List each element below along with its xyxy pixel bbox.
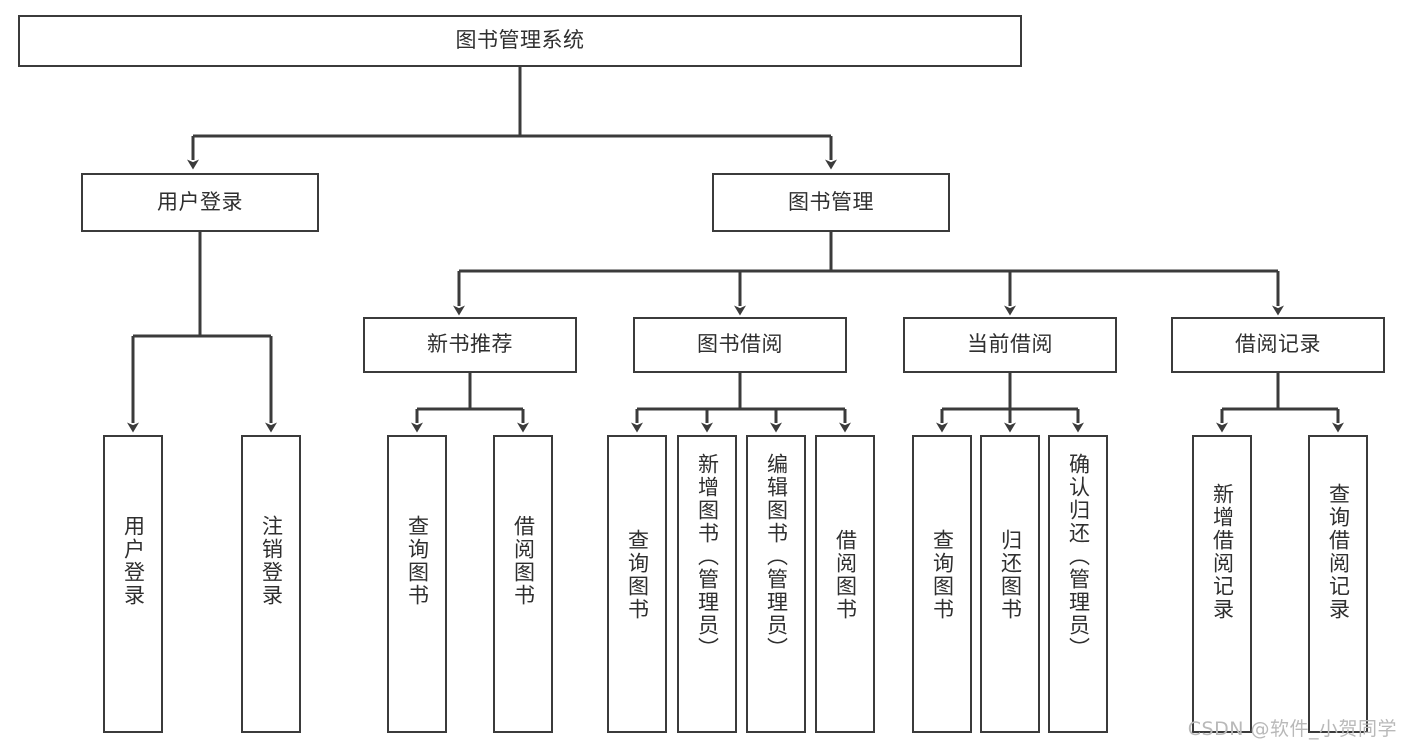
node-leaf-borrow-book-1-label: 借阅图书 — [511, 515, 536, 607]
node-leaf-edit-book-label: 编辑图书（管理员） — [764, 453, 789, 660]
node-leaf-borrow-book-2[interactable]: 借阅图书 — [815, 435, 875, 733]
node-book-borrow-label: 图书借阅 — [697, 332, 783, 357]
node-user-login[interactable]: 用户登录 — [81, 173, 319, 232]
node-book-manage[interactable]: 图书管理 — [712, 173, 950, 232]
node-leaf-confirm-return[interactable]: 确认归还（管理员） — [1048, 435, 1108, 733]
node-new-book-rec-label: 新书推荐 — [427, 332, 513, 357]
node-leaf-query-book-3-label: 查询图书 — [930, 529, 955, 621]
node-leaf-query-book-1-label: 查询图书 — [405, 515, 430, 607]
node-leaf-edit-book[interactable]: 编辑图书（管理员） — [746, 435, 806, 733]
node-leaf-user-logout-label: 注销登录 — [259, 515, 284, 607]
node-borrow-record-label: 借阅记录 — [1235, 332, 1321, 357]
node-leaf-add-book-label: 新增图书（管理员） — [695, 453, 720, 660]
node-leaf-query-record-label: 查询借阅记录 — [1326, 483, 1351, 621]
node-leaf-user-login[interactable]: 用户登录 — [103, 435, 163, 733]
node-leaf-add-record[interactable]: 新增借阅记录 — [1192, 435, 1252, 733]
node-leaf-add-record-label: 新增借阅记录 — [1210, 483, 1235, 621]
node-leaf-add-book[interactable]: 新增图书（管理员） — [677, 435, 737, 733]
node-leaf-borrow-book-1[interactable]: 借阅图书 — [493, 435, 553, 733]
node-current-borrow[interactable]: 当前借阅 — [903, 317, 1117, 373]
node-root-label: 图书管理系统 — [455, 28, 585, 53]
node-leaf-query-book-2[interactable]: 查询图书 — [607, 435, 667, 733]
node-leaf-return-book[interactable]: 归还图书 — [980, 435, 1040, 733]
node-book-borrow[interactable]: 图书借阅 — [633, 317, 847, 373]
node-leaf-query-book-3[interactable]: 查询图书 — [912, 435, 972, 733]
node-root[interactable]: 图书管理系统 — [18, 15, 1022, 67]
node-current-borrow-label: 当前借阅 — [967, 332, 1053, 357]
node-leaf-query-book-2-label: 查询图书 — [625, 529, 650, 621]
node-user-login-label: 用户登录 — [157, 189, 243, 214]
node-leaf-query-record[interactable]: 查询借阅记录 — [1308, 435, 1368, 733]
node-new-book-rec[interactable]: 新书推荐 — [363, 317, 577, 373]
node-leaf-return-book-label: 归还图书 — [998, 529, 1023, 621]
node-leaf-borrow-book-2-label: 借阅图书 — [833, 529, 858, 621]
watermark: CSDN @软件_小贺同学 — [1187, 718, 1397, 740]
node-leaf-user-logout[interactable]: 注销登录 — [241, 435, 301, 733]
node-leaf-confirm-return-label: 确认归还（管理员） — [1066, 453, 1091, 660]
node-borrow-record[interactable]: 借阅记录 — [1171, 317, 1385, 373]
node-leaf-user-login-label: 用户登录 — [121, 515, 146, 607]
node-leaf-query-book-1[interactable]: 查询图书 — [387, 435, 447, 733]
node-book-manage-label: 图书管理 — [788, 189, 874, 214]
